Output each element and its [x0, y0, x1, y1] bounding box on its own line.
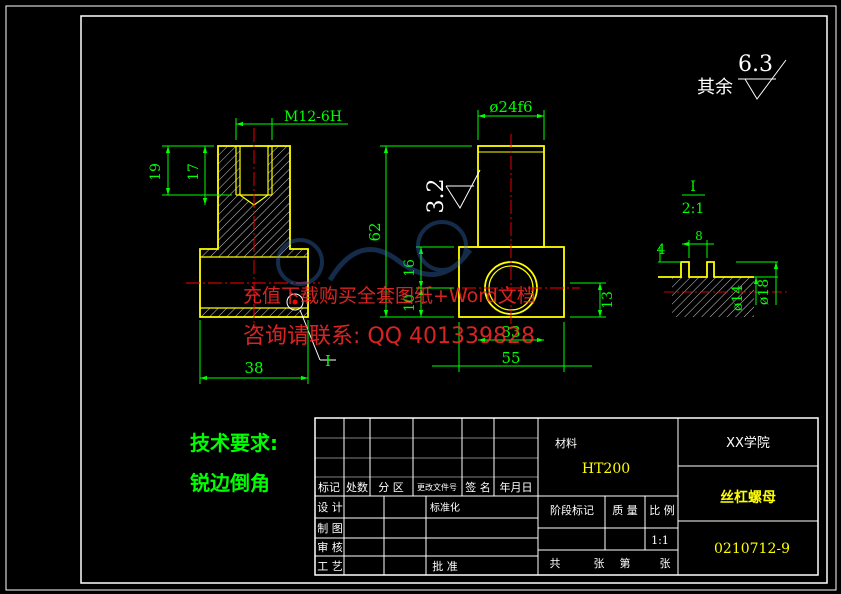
- watermark-line-1: 充值下载购买全套图纸+Word文档: [243, 285, 536, 307]
- outer-frame: [5, 5, 837, 591]
- detail-view: [658, 261, 790, 317]
- detail-scale: 2:1: [682, 201, 705, 217]
- sign-process: 工 艺: [317, 560, 343, 573]
- front-dimensions: [162, 118, 348, 384]
- sheet-no-label: 第: [620, 556, 631, 570]
- scale-value: 1:1: [651, 534, 669, 547]
- tech-item: 锐边倒角: [190, 471, 270, 495]
- rev-col-date: 年月日: [500, 480, 533, 494]
- dim-10: 10: [402, 294, 418, 312]
- roughness-other-label: 其余: [697, 77, 733, 98]
- side-view: [440, 134, 580, 330]
- dim-55: 55: [501, 349, 520, 367]
- dim-17: 17: [186, 163, 202, 181]
- dim-thread: M12-6H: [284, 109, 342, 125]
- school-name: XX学院: [726, 435, 770, 451]
- material-value: HT200: [582, 461, 630, 477]
- dim-62: 62: [366, 222, 384, 241]
- sign-design: 设 计: [317, 501, 343, 514]
- sign-drawn: 制 图: [317, 522, 343, 535]
- mass-label: 质 量: [612, 504, 638, 517]
- rev-col-doc: 更改文件号: [417, 482, 457, 492]
- detail-label: I: [690, 179, 696, 195]
- dim-18: ø18: [756, 279, 772, 305]
- part-name: 丝杠螺母: [720, 489, 776, 506]
- rev-col-mark: 标记: [318, 480, 340, 494]
- stage-mark-label: 阶段标记: [550, 503, 594, 517]
- dim-8: 8: [695, 229, 703, 243]
- tech-title: 技术要求:: [190, 431, 278, 455]
- rev-col-zone: 分 区: [378, 481, 404, 494]
- side-dimensions: [380, 110, 606, 372]
- sheet-total-unit: 张: [594, 557, 605, 570]
- drawing-number: 0210712-9: [714, 541, 790, 557]
- watermark-line-2: 咨询请联系: QQ 401339828: [243, 324, 535, 349]
- dim-38: 38: [244, 359, 263, 377]
- title-block: [314, 417, 819, 576]
- dim-19: 19: [148, 163, 164, 181]
- dim-24f6: ø24f6: [489, 98, 532, 116]
- watermark-logo: [276, 220, 473, 286]
- sign-check: 审 核: [317, 540, 343, 554]
- rev-col-count: 处数: [346, 481, 368, 494]
- sign-standard: 标准化: [430, 501, 460, 514]
- ratio-label: 比 例: [649, 503, 675, 517]
- sign-approve: 批 准: [432, 559, 458, 573]
- sheet-total-label: 共: [550, 557, 561, 570]
- roughness-other-value: 6.3: [738, 52, 773, 77]
- front-view: [186, 128, 336, 361]
- section-mark-i: I: [325, 352, 331, 370]
- roughness-symbol-bore: [445, 169, 481, 209]
- dim-14: ø14: [730, 285, 746, 311]
- material-label: 材料: [555, 436, 577, 450]
- detail-dimensions: [658, 240, 779, 305]
- inner-frame: [80, 15, 828, 584]
- roughness-bore-value: 3.2: [424, 179, 449, 214]
- roughness-symbol-other: [738, 59, 787, 100]
- dim-33: 33: [501, 323, 520, 341]
- dim-13: 13: [600, 291, 616, 309]
- sheet-no-unit: 张: [660, 557, 671, 570]
- dim-4: 4: [657, 242, 666, 258]
- rev-col-sign: 签 名: [465, 480, 491, 494]
- dim-16: 16: [402, 259, 418, 277]
